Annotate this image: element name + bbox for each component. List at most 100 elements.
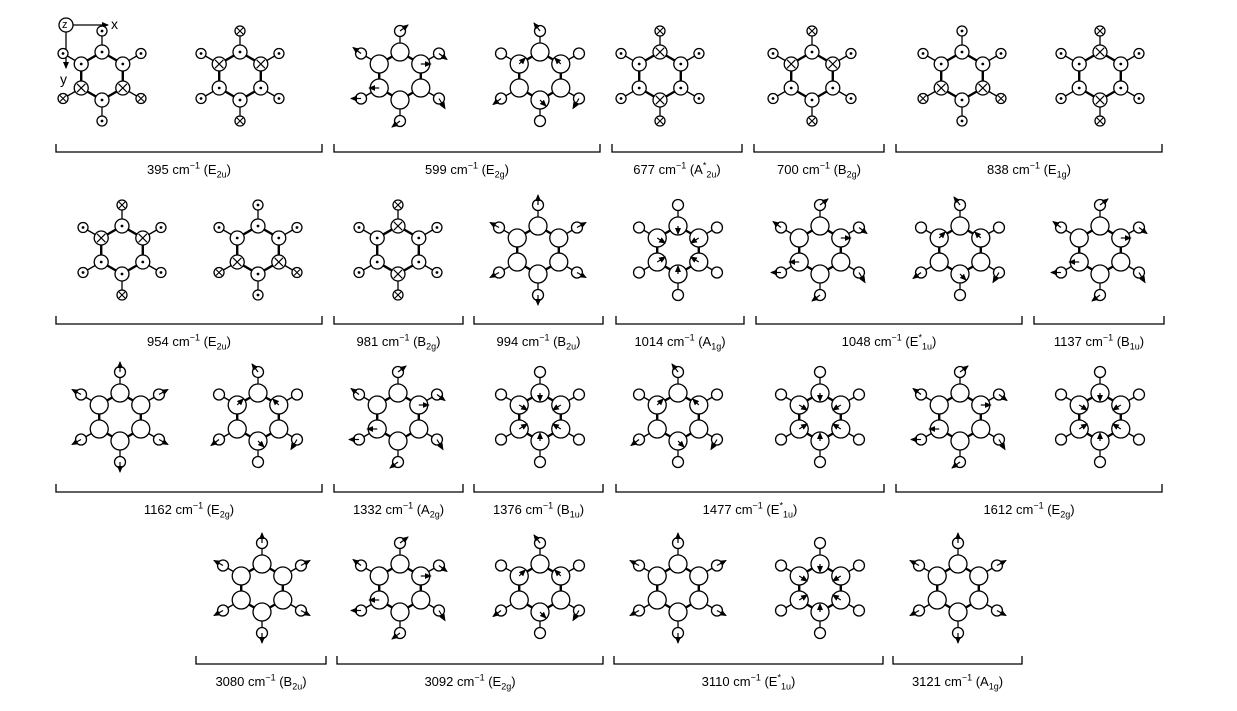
- into-plane-cross: [655, 47, 665, 57]
- close-paren: ): [792, 502, 798, 517]
- close-paren: ): [721, 334, 726, 349]
- benzene-molecule: [917, 25, 1007, 127]
- hydrogen-atom: [632, 221, 646, 234]
- carbon-atom: [948, 554, 968, 574]
- symmetry-label: (E: [203, 502, 220, 517]
- carbon-atom: [831, 252, 851, 272]
- displacement-arrow: [1111, 423, 1122, 430]
- unit-exponent: −1: [189, 160, 200, 171]
- out-of-plane-dot: [120, 272, 124, 276]
- hydrogen-atom: [774, 559, 788, 572]
- hydrogen-atom: [992, 221, 1006, 234]
- frequency-value: 1137 cm: [1053, 334, 1103, 349]
- symmetry-label: (B: [409, 334, 427, 349]
- mode-label: 1048 cm−1 (E*1u): [842, 333, 937, 352]
- displacement-arrow: [689, 237, 700, 244]
- carbon-atom: [227, 419, 247, 439]
- unit-exponent: −1: [542, 500, 554, 511]
- carbon-atom: [551, 590, 571, 610]
- displacement-arrow: [953, 196, 961, 206]
- close-paren: ): [576, 334, 581, 349]
- displacement-arrow: [492, 98, 502, 106]
- out-of-plane-dot: [357, 226, 361, 229]
- symmetry-label: (B: [275, 674, 293, 689]
- displacement-arrow: [629, 559, 640, 567]
- displacement-arrow: [539, 611, 547, 619]
- frequency-value: 700 cm: [777, 162, 820, 177]
- out-of-plane-dot: [697, 97, 701, 100]
- carbon-atom: [390, 42, 410, 62]
- mode-bracket: [611, 144, 743, 153]
- unit-exponent: −1: [961, 672, 973, 683]
- hydrogen-atom: [494, 388, 508, 401]
- mode-bracket: [55, 144, 323, 153]
- symmetry-label: (E: [1043, 502, 1061, 517]
- into-plane-cross: [828, 59, 838, 69]
- hydrogen-atom: [813, 536, 827, 550]
- displacement-arrow: [1078, 423, 1089, 430]
- carbon-atom: [369, 566, 389, 586]
- out-of-plane-dot: [849, 97, 853, 100]
- unit-exponent: −1: [1029, 160, 1040, 171]
- hydrogen-atom: [1093, 365, 1107, 379]
- frequency-value: 1612 cm: [983, 502, 1034, 517]
- symmetry-subscript: 1u: [782, 509, 793, 520]
- displacement-arrow: [656, 237, 667, 244]
- close-paren: ): [504, 162, 509, 177]
- benzene-molecule: [353, 199, 443, 301]
- displacement-arrow: [350, 387, 360, 395]
- displacement-arrow: [909, 559, 920, 567]
- displacement-arrow: [518, 569, 526, 577]
- symmetry-label: (B: [553, 502, 570, 517]
- mode-label: 599 cm−1 (E2g): [425, 161, 509, 179]
- out-of-plane-dot: [771, 97, 775, 100]
- into-plane-cross: [76, 83, 86, 93]
- displacement-arrow: [551, 404, 562, 411]
- displacement-arrow: [436, 439, 444, 451]
- hydrogen-atom: [1054, 433, 1068, 446]
- into-plane-cross: [394, 291, 402, 299]
- mode-label: 954 cm−1 (E2u): [147, 333, 231, 351]
- out-of-plane-dot: [256, 293, 260, 297]
- carbon-atom: [1069, 228, 1089, 248]
- mode-bracket: [333, 144, 601, 153]
- carbon-atom: [411, 78, 431, 98]
- frequency-value: 3110 cm: [701, 674, 751, 689]
- displacement-arrow: [572, 610, 580, 622]
- symmetry-subscript: 1u: [921, 341, 932, 352]
- hydrogen-atom: [774, 388, 788, 401]
- displacement-arrow: [974, 231, 982, 239]
- benzene-molecule: [213, 199, 303, 301]
- displacement-arrow: [158, 438, 169, 446]
- displacement-arrow: [300, 609, 311, 617]
- hydrogen-atom: [572, 47, 586, 60]
- out-of-plane-dot: [375, 260, 379, 264]
- displacement-arrow: [831, 594, 842, 601]
- displacement-arrow: [71, 438, 82, 446]
- out-of-plane-dot: [697, 52, 701, 55]
- displacement-arrow: [352, 46, 362, 54]
- hydrogen-atom: [671, 455, 685, 469]
- carbon-atom: [390, 554, 410, 574]
- carbon-atom: [789, 228, 809, 248]
- out-of-plane-dot: [100, 29, 104, 33]
- mode-bracket: [895, 144, 1163, 153]
- mode-label: 395 cm−1 (E2u): [147, 160, 231, 179]
- symmetry-label: (B: [549, 334, 567, 349]
- frequency-value: 1376 cm: [492, 502, 543, 517]
- hydrogen-atom: [494, 433, 508, 446]
- into-plane-cross: [138, 233, 148, 243]
- carbon-atom: [668, 383, 688, 403]
- hydrogen-atom: [251, 455, 265, 469]
- out-of-plane-dot: [199, 97, 203, 100]
- into-plane-cross: [1096, 27, 1104, 35]
- displacement-arrow: [492, 610, 502, 618]
- frequency-value: 3092 cm: [424, 674, 475, 689]
- displacement-arrow: [677, 440, 685, 448]
- displacement-arrow: [630, 439, 640, 447]
- mode-bracket: [895, 484, 1163, 493]
- carbon-atom: [273, 590, 293, 610]
- frequency-value: 1477 cm: [702, 502, 753, 517]
- hydrogen-atom: [671, 198, 685, 212]
- benzene-molecule: [350, 536, 448, 640]
